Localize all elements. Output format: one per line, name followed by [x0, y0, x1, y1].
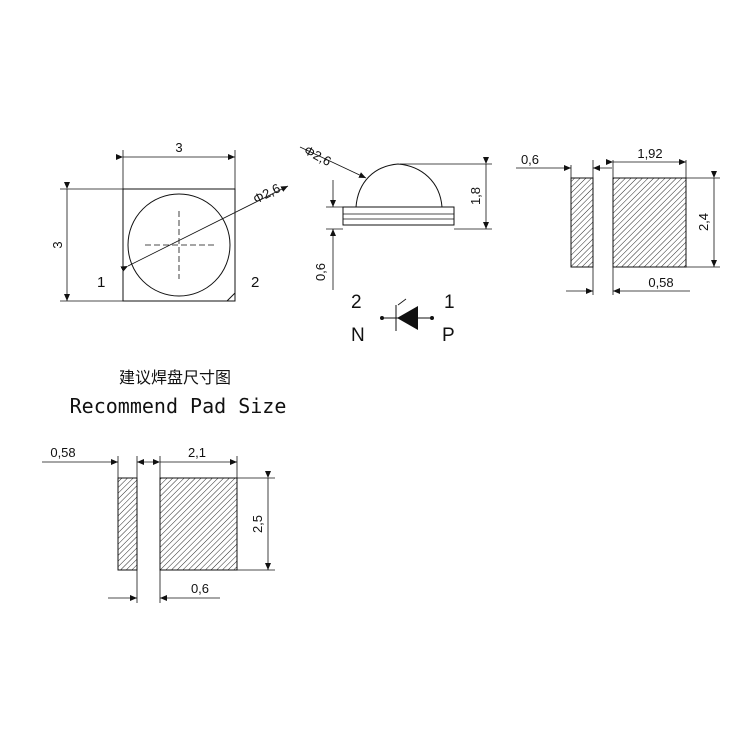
dome-diameter-label: Φ2,6 [302, 142, 334, 169]
recommended-small-pad [117, 477, 138, 571]
recommended-large-pad-label: 2,1 [188, 445, 206, 460]
cathode-terminal-dot [380, 316, 384, 320]
recommended-large-pad [159, 477, 238, 571]
bottom-view: 0,6 1,92 2,4 0,58 [516, 146, 720, 295]
recommended-pad-title-en: Recommend Pad Size [70, 394, 287, 418]
gap-label: 0,58 [648, 275, 673, 290]
anode-letter: P [442, 325, 455, 346]
width-label: 3 [175, 140, 182, 155]
dome-lens [355, 163, 443, 208]
base-body [342, 206, 455, 226]
small-pad-label: 0,6 [521, 152, 539, 167]
small-pad [570, 177, 594, 268]
diode-triangle-icon [397, 306, 418, 330]
recommended-height-label: 2,5 [250, 515, 265, 533]
pad-height-label: 2,4 [696, 213, 711, 231]
dome-diameter-leader [299, 146, 367, 179]
total-height-label: 1,8 [468, 187, 483, 205]
side-view: Φ2,6 1,8 0,6 [299, 142, 492, 290]
cathode-chamfer [226, 292, 236, 302]
diameter-leader [120, 185, 289, 272]
pin2-number: 2 [351, 292, 362, 313]
pin1-number: 1 [444, 292, 455, 313]
base-height-label: 0,6 [313, 263, 328, 281]
large-pad [612, 177, 687, 268]
cathode-letter: N [351, 325, 365, 346]
recommended-gap-label: 0,6 [191, 581, 209, 596]
pin1-label: 1 [97, 274, 105, 291]
pin2-label: 2 [251, 274, 259, 291]
top-view: 3 3 Φ2,6 1 2 [50, 140, 289, 302]
height-label: 3 [50, 241, 65, 248]
package-outline [122, 188, 236, 302]
large-pad-label: 1,92 [637, 146, 662, 161]
lens-circle [127, 193, 231, 297]
recommended-small-pad-label: 0,58 [50, 445, 75, 460]
diameter-label: Φ2,6 [251, 180, 283, 206]
recommended-pad-section: 建议焊盘尺寸图 Recommend Pad Size 0,58 2,1 2,5 … [42, 368, 286, 603]
polarity-symbol: 2 1 N P [351, 292, 455, 346]
recommended-pad-title-cn: 建议焊盘尺寸图 [119, 368, 231, 387]
anode-terminal-dot [430, 316, 434, 320]
